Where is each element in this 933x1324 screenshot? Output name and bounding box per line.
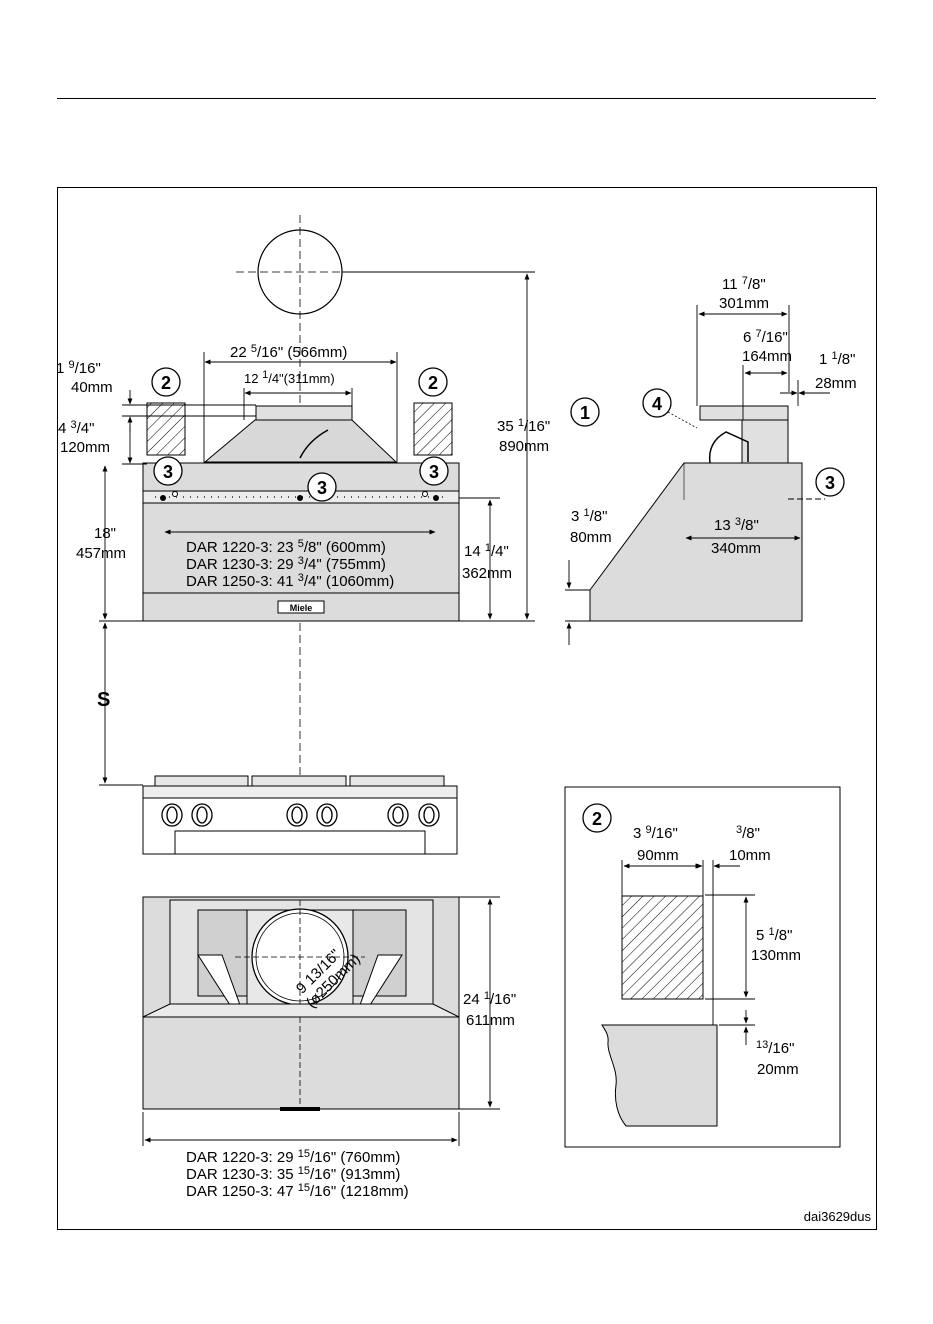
svg-text:11 7/8": 11 7/8" xyxy=(722,275,766,293)
svg-text:DAR 1220-3: 29 15/16" (760mm): DAR 1220-3: 29 15/16" (760mm) xyxy=(186,1148,400,1166)
mount-block-right xyxy=(413,402,453,456)
dar-1220-width: DAR 1220-3: 23 5/8" (600mm) xyxy=(186,538,386,556)
dar-1250-width: DAR 1250-3: 41 3/4" (1060mm) xyxy=(186,572,394,590)
svg-text:13 3/8": 13 3/8" xyxy=(714,516,759,534)
front-view-labels: 1 9/16" 40mm 4 3/4" 120mm 22 5/16" (566m… xyxy=(56,343,550,711)
dim-4-3-4: 4 3/4" xyxy=(58,419,94,437)
top-down-dimensions xyxy=(142,896,500,1146)
svg-text:3: 3 xyxy=(429,462,439,482)
detail-hatched-block xyxy=(621,895,704,1000)
dim-14-1-4: 14 1/4" xyxy=(464,542,509,560)
svg-text:3: 3 xyxy=(163,462,173,482)
side-view-hood xyxy=(589,405,803,622)
svg-text:2: 2 xyxy=(428,373,438,393)
svg-text:90mm: 90mm xyxy=(637,847,679,864)
dim-12-1-4: 12 1/4"(311mm) xyxy=(244,369,335,386)
detail-box-2: 2 3 9/16" 90mm 3/8" 10mm 5 1/8" 130mm 13… xyxy=(564,786,841,1148)
side-view-labels: 11 7/8" 301mm 6 7/16" 164mm 1 1/8" 28mm … xyxy=(570,275,857,557)
top-down-view: 9 13/16" (ø250mm) xyxy=(142,896,460,1111)
svg-text:4: 4 xyxy=(652,394,662,414)
front-view-hood: Miele xyxy=(142,215,460,790)
svg-text:28mm: 28mm xyxy=(815,375,857,392)
top-rule xyxy=(57,98,876,99)
svg-text:340mm: 340mm xyxy=(711,540,761,557)
dim-18: 18" xyxy=(94,525,116,542)
dim-22-5-16: 22 5/16" (566mm) xyxy=(230,343,347,361)
svg-text:40mm: 40mm xyxy=(71,379,113,396)
s-label: S xyxy=(97,689,110,711)
dar-1230-width: DAR 1230-3: 29 3/4" (755mm) xyxy=(186,555,386,573)
svg-text:20mm: 20mm xyxy=(757,1061,799,1078)
miele-logo xyxy=(277,600,325,614)
dim-1-9-16: 1 9/16" xyxy=(56,359,101,377)
svg-text:3 1/8": 3 1/8" xyxy=(571,507,607,525)
svg-text:362mm: 362mm xyxy=(462,565,512,582)
hood-body xyxy=(142,462,460,622)
svg-text:1: 1 xyxy=(580,403,590,423)
side-body xyxy=(589,462,803,622)
svg-text:Miele: Miele xyxy=(290,603,313,613)
svg-text:3/8": 3/8" xyxy=(736,824,760,842)
svg-text:164mm: 164mm xyxy=(742,348,792,365)
side-view-dimensions xyxy=(565,305,830,645)
svg-text:24 1/16": 24 1/16" xyxy=(463,990,516,1008)
svg-text:611mm: 611mm xyxy=(466,1012,515,1029)
front-callouts: 2 2 3 3 3 1 xyxy=(151,367,600,502)
dim-35-1-16: 35 1/16" xyxy=(497,417,550,435)
mount-block-left xyxy=(146,402,186,456)
svg-text:457mm: 457mm xyxy=(76,545,126,562)
svg-text:5 1/8": 5 1/8" xyxy=(756,926,792,944)
svg-text:3: 3 xyxy=(825,473,835,493)
svg-text:2: 2 xyxy=(161,373,171,393)
svg-text:120mm: 120mm xyxy=(60,439,110,456)
svg-text:3: 3 xyxy=(317,478,327,498)
svg-text:2: 2 xyxy=(592,809,602,829)
svg-text:130mm: 130mm xyxy=(751,947,801,964)
svg-text:DAR 1230-3: 35 15/16" (913mm): DAR 1230-3: 35 15/16" (913mm) xyxy=(186,1165,400,1183)
svg-text:80mm: 80mm xyxy=(570,529,612,546)
diagram-frame xyxy=(57,187,877,1230)
svg-text:301mm: 301mm xyxy=(719,295,769,312)
svg-text:DAR 1250-3: 47 15/16" (1218mm): DAR 1250-3: 47 15/16" (1218mm) xyxy=(186,1182,409,1200)
canopy xyxy=(203,419,398,463)
range-cooktop xyxy=(142,775,458,855)
top-down-labels: 24 1/16" 611mm DAR 1220-3: 29 15/16" (76… xyxy=(186,990,516,1200)
svg-text:6 7/16": 6 7/16" xyxy=(743,328,788,346)
svg-text:890mm: 890mm xyxy=(499,438,549,455)
svg-text:10mm: 10mm xyxy=(729,847,771,864)
svg-text:13/16": 13/16" xyxy=(756,1039,794,1057)
svg-text:1 1/8": 1 1/8" xyxy=(819,350,855,368)
figure-id: dai3629dus xyxy=(804,1209,872,1224)
front-view-dimensions xyxy=(99,271,535,786)
svg-text:3 9/16": 3 9/16" xyxy=(633,824,678,842)
